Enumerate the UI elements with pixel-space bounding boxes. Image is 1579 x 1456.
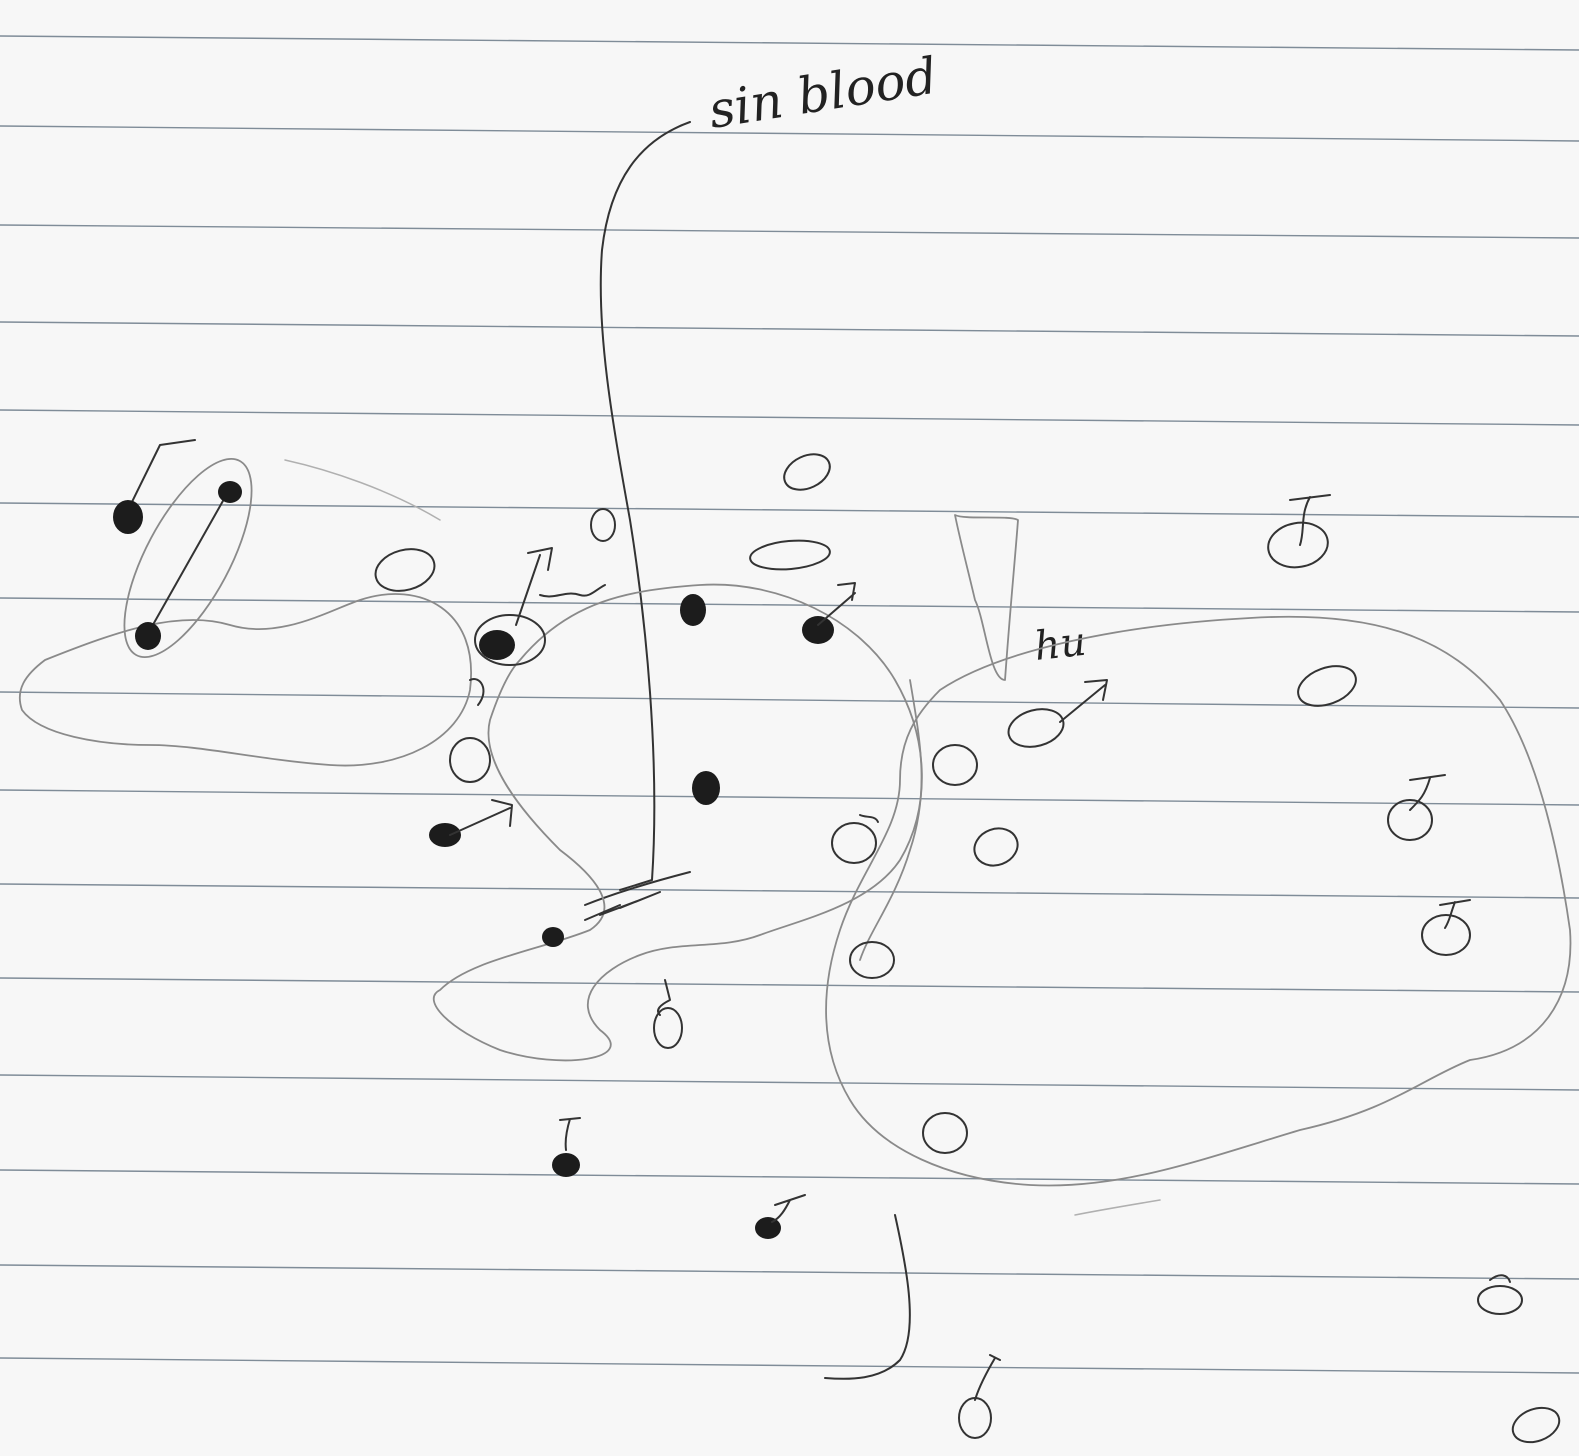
tail-scribble xyxy=(540,585,605,596)
hollow-particle xyxy=(969,823,1023,872)
hollow-particle xyxy=(933,745,977,785)
arrow xyxy=(450,800,512,835)
inner-divider xyxy=(860,680,922,960)
arrow xyxy=(516,548,552,625)
hollow-particle xyxy=(1265,518,1332,572)
pair-arrow xyxy=(128,440,195,510)
hollow-particle xyxy=(850,942,894,978)
pair-link xyxy=(150,492,228,630)
filled-particle xyxy=(429,823,461,847)
filled-particle xyxy=(755,1217,781,1239)
tail-scribble xyxy=(772,1195,805,1222)
filled-particle xyxy=(218,481,242,503)
arrow xyxy=(1060,680,1107,722)
filled-particle xyxy=(552,1153,580,1177)
filled-particle xyxy=(479,630,515,660)
bottom-bracket xyxy=(825,1215,910,1379)
linked-pair-oval xyxy=(99,441,276,675)
filled-particle xyxy=(135,622,161,650)
hollow-particle xyxy=(1422,915,1470,955)
ruled-lines xyxy=(0,36,1579,1373)
dashed-guide-right xyxy=(1075,1200,1160,1215)
hollow-particle xyxy=(959,1398,991,1438)
hollow-particle xyxy=(778,447,835,496)
dashed-guide-left xyxy=(285,460,440,520)
filled-particle xyxy=(113,500,143,534)
filled-particle xyxy=(802,616,834,644)
filled-particle xyxy=(542,927,564,947)
filled-particle xyxy=(692,771,720,805)
hollow-particle xyxy=(749,538,831,573)
hollow-particles xyxy=(371,447,1564,1448)
hollow-particle xyxy=(450,738,490,782)
hollow-particle xyxy=(591,509,615,541)
boundary-line xyxy=(601,122,690,890)
left-region-outline xyxy=(20,594,471,766)
tail-scribble xyxy=(560,1118,580,1150)
hollow-particle xyxy=(832,823,876,863)
tail-scribble xyxy=(975,1355,1000,1400)
tail-scribble xyxy=(860,815,878,822)
wedge-shape xyxy=(955,515,1018,680)
motion-arrows xyxy=(450,495,1510,1400)
hollow-particle xyxy=(1388,800,1432,840)
hollow-particle xyxy=(1004,703,1067,752)
hatch-marks xyxy=(585,892,660,920)
tail-scribble xyxy=(1290,495,1330,545)
filled-particles xyxy=(113,481,834,1239)
tail-scribble xyxy=(1410,775,1445,810)
hollow-particle xyxy=(1508,1402,1564,1448)
sin-blood-label: sin blood xyxy=(705,47,941,140)
hollow-particle xyxy=(371,543,439,597)
hollow-particle xyxy=(1478,1286,1522,1314)
filled-particle xyxy=(680,594,706,626)
tail-scribble xyxy=(470,679,483,705)
hollow-particle xyxy=(923,1113,967,1153)
